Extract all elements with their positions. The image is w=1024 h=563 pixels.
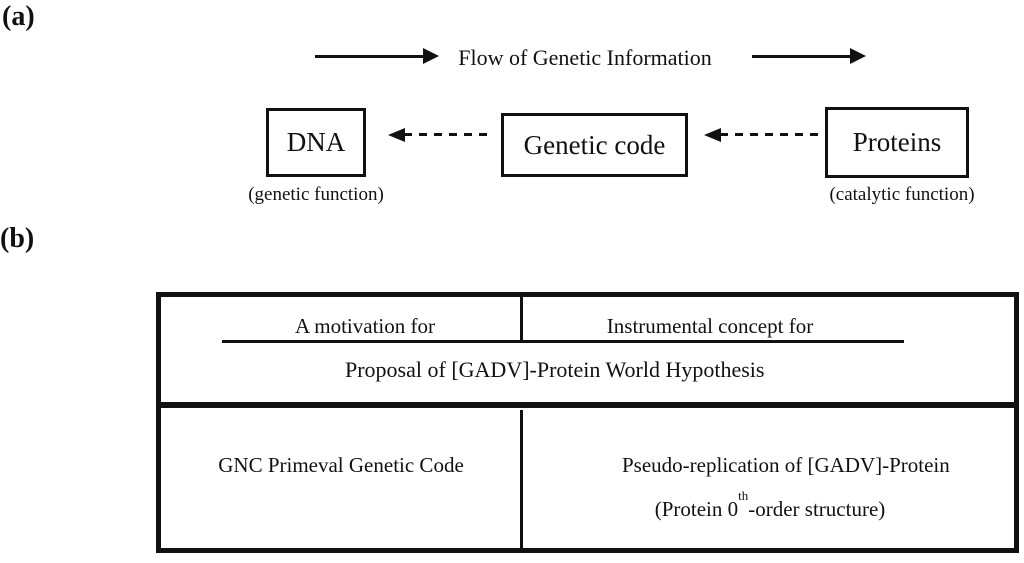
catalytic-function-caption: (catalytic function) [829, 184, 975, 205]
arrow-head [704, 128, 721, 142]
header-right-label: Instrumental concept for [606, 314, 814, 338]
genetic-code-box: Genetic code [501, 113, 688, 177]
arrow-head [388, 128, 405, 142]
flow-title: Flow of Genetic Information [458, 45, 712, 70]
genetic-code-label: Genetic code [523, 129, 666, 160]
dashed-arrow-left-icon [388, 128, 489, 142]
arrow-head [423, 48, 439, 64]
arrow-right-icon [752, 48, 866, 65]
dna-label: DNA [286, 127, 346, 157]
cell-gnc-code: GNC Primeval Genetic Code [218, 453, 464, 477]
line2-suffix: -order structure) [748, 497, 886, 521]
panel-b-label: (b) [0, 223, 35, 254]
arrow-line [752, 55, 850, 58]
cell-pseudo-replication-line2: (Protein 0th-order structure) [620, 488, 920, 522]
dashed-arrow-left-icon [704, 128, 820, 142]
arrow-right-icon [315, 48, 439, 65]
line2-superscript: th [738, 488, 749, 503]
dna-box: DNA [266, 108, 366, 177]
arrow-line [315, 55, 423, 58]
hypothesis-table: A motivation for Instrumental concept fo… [156, 292, 1019, 553]
proteins-box: Proteins [825, 107, 969, 178]
line2-prefix: (Protein 0 [654, 497, 739, 521]
genetic-function-caption: (genetic function) [248, 184, 384, 205]
panel-a-label: (a) [2, 1, 35, 32]
header-column-divider [520, 297, 523, 341]
arrow-head [850, 48, 866, 64]
header-left-label: A motivation for [295, 314, 435, 338]
cell-pseudo-replication-line1: Pseudo-replication of [GADV]-Protein [622, 453, 950, 477]
header-underline [222, 340, 904, 343]
arrow-line [720, 133, 820, 136]
proteins-label: Proteins [852, 127, 942, 157]
row-divider [161, 402, 1014, 408]
arrow-line [404, 133, 489, 136]
body-column-divider [520, 410, 523, 548]
proposal-title: Proposal of [GADV]-Protein World Hypothe… [345, 357, 765, 382]
